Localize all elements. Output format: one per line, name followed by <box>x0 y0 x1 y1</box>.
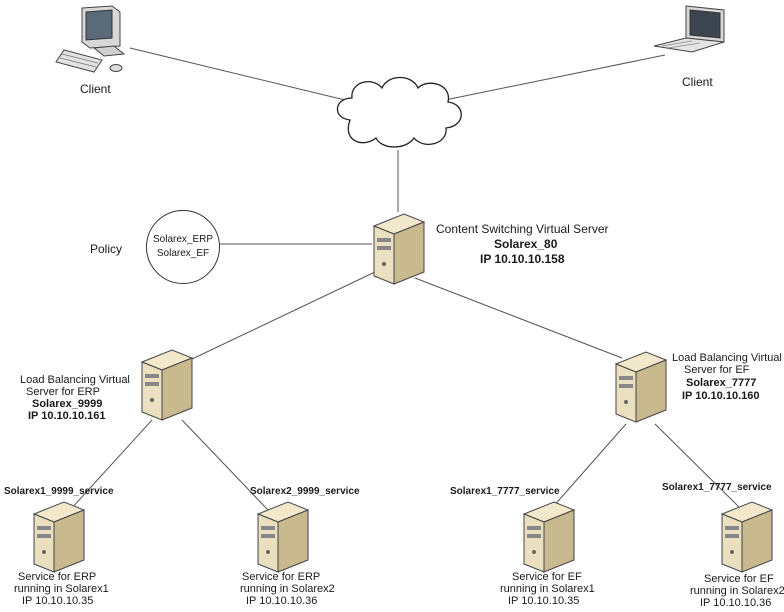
service-name: Solarex2_9999_service <box>250 486 360 497</box>
link-client1-cloud <box>129 47 346 101</box>
link-cs-lberp <box>189 271 376 361</box>
service-ip: IP 10.10.10.35 <box>508 595 580 607</box>
service-name: Solarex1_7777_service <box>450 486 560 497</box>
service-server-icon <box>522 501 576 573</box>
link-lberp-svc2 <box>181 419 269 511</box>
service-desc1: Service for EF <box>512 571 582 583</box>
lb-erp-line2: Server for ERP <box>26 386 100 398</box>
client-label-1: Client <box>80 82 111 96</box>
service-ip: IP 10.10.10.36 <box>246 595 318 607</box>
link-lbef-svc3 <box>551 423 627 509</box>
service-server-icon <box>32 501 86 573</box>
service-desc1: Service for ERP <box>242 571 321 583</box>
service-desc1: Service for EF <box>704 573 774 585</box>
lb-ef-server-icon <box>614 351 668 423</box>
lb-erp-server-icon <box>140 349 194 421</box>
desktop-computer-icon <box>55 5 126 73</box>
lb-ef-line2: Server for EF <box>684 364 750 376</box>
cs-server-title: Content Switching Virtual Server <box>436 222 609 236</box>
lb-ef-line1: Load Balancing Virtual <box>672 352 782 364</box>
policy-circle: Solarex_ERP Solarex_EF <box>146 210 220 284</box>
lb-erp-name: Solarex_9999 <box>32 398 103 410</box>
policy-entry-erp: Solarex_ERP <box>152 234 214 245</box>
service-server-icon <box>720 501 774 573</box>
content-switching-server-icon <box>372 213 426 285</box>
policy-title: Policy <box>90 242 123 256</box>
service-ip: IP 10.10.10.36 <box>700 597 772 609</box>
service-name: Solarex1_9999_service <box>4 486 114 497</box>
lb-ef-name: Solarex_7777 <box>686 377 757 389</box>
service-desc1: Service for ERP <box>18 571 97 583</box>
link-client2-cloud <box>444 54 666 101</box>
lb-erp-line1: Load Balancing Virtual <box>20 374 130 386</box>
service-name: Solarex1_7777_service <box>662 482 772 493</box>
service-desc2: running in Solarex1 <box>14 583 109 595</box>
service-ip: IP 10.10.10.35 <box>22 595 94 607</box>
service-server-icon <box>256 501 310 573</box>
cs-server-ip: IP 10.10.10.158 <box>480 252 565 266</box>
link-cs-lbef <box>414 277 623 359</box>
service-desc2: running in Solarex2 <box>690 585 784 597</box>
link-lbef-svc4 <box>654 423 741 509</box>
client-label-2: Client <box>682 75 713 89</box>
service-desc2: running in Solarex2 <box>240 583 335 595</box>
cloud-icon <box>336 76 462 148</box>
service-desc2: running in Solarex1 <box>500 583 595 595</box>
lb-erp-ip: IP 10.10.10.161 <box>28 410 106 422</box>
policy-entry-ef: Solarex_EF <box>156 248 210 259</box>
lb-ef-ip: IP 10.10.10.160 <box>682 390 760 402</box>
laptop-icon <box>653 5 725 53</box>
link-lberp-svc1 <box>69 419 153 511</box>
cs-server-name: Solarex_80 <box>494 237 558 251</box>
